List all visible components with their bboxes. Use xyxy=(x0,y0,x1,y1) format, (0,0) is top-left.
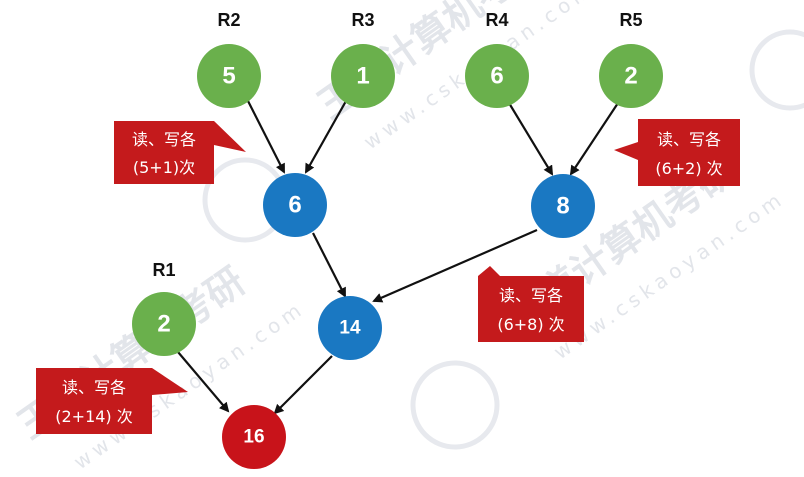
callout-line1: 读、写各 xyxy=(657,130,721,149)
leaf-node-circle xyxy=(465,44,529,108)
run-name: R1 xyxy=(152,260,175,280)
callout-line1: 读、写各 xyxy=(132,130,196,149)
edge-r1-to-m4 xyxy=(177,351,230,413)
callout-line2: (6+2) 次 xyxy=(655,159,722,178)
run-node-r5: R5 2 xyxy=(599,10,663,108)
watermark-seal-icon xyxy=(749,29,804,111)
run-name: R5 xyxy=(619,10,642,30)
callout-m2-cost: 读、写各 (6+2) 次 xyxy=(614,119,740,186)
leaf-node-circle xyxy=(599,44,663,108)
leaf-node-circle xyxy=(331,44,395,108)
final-node-circle xyxy=(222,405,286,469)
merge-node-circle xyxy=(318,296,382,360)
run-name: R2 xyxy=(217,10,240,30)
run-node-r4: R4 6 xyxy=(465,10,529,108)
run-name: R4 xyxy=(485,10,508,30)
edge-r2-to-m1 xyxy=(246,98,285,174)
edge-r5-to-m2 xyxy=(569,102,619,176)
watermark-seal-icon xyxy=(410,360,500,450)
callout-m4-cost: 读、写各 (2+14) 次 xyxy=(36,368,188,434)
merge-node-m2: 8 xyxy=(531,174,595,238)
node-value: 16 xyxy=(243,427,264,448)
callout-shape xyxy=(478,266,584,342)
edge-m3-to-m4 xyxy=(273,355,333,415)
node-value: 5 xyxy=(222,63,235,90)
merge-node-m1: 6 xyxy=(263,173,327,237)
callout-line1: 读、写各 xyxy=(499,286,563,305)
callout-shape xyxy=(114,121,246,184)
node-value: 6 xyxy=(490,63,503,90)
merge-node-circle xyxy=(531,174,595,238)
callout-line2: (2+14) 次 xyxy=(55,407,133,426)
edge-m2-to-m3 xyxy=(372,228,538,303)
merge-node-circle xyxy=(263,173,327,237)
run-node-r1: R1 2 xyxy=(132,260,196,356)
merge-node-m4: 16 xyxy=(222,405,286,469)
edges xyxy=(177,98,619,415)
run-node-r3: R3 1 xyxy=(331,10,395,108)
node-value: 14 xyxy=(339,318,361,339)
edge-r4-to-m2 xyxy=(508,102,554,176)
run-name: R3 xyxy=(351,10,374,30)
run-node-r2: R2 5 xyxy=(197,10,261,108)
node-value: 2 xyxy=(624,63,637,90)
callout-line2: (5+1)次 xyxy=(133,158,195,177)
node-value: 1 xyxy=(356,63,369,90)
callout-shape xyxy=(36,368,188,434)
callout-m1-cost: 读、写各 (5+1)次 xyxy=(114,121,246,184)
callout-m3-cost: 读、写各 (6+8) 次 xyxy=(478,266,584,342)
edge-r3-to-m1 xyxy=(305,100,347,174)
callout-shape xyxy=(614,119,740,186)
leaf-node-circle xyxy=(197,44,261,108)
leaf-node-circle xyxy=(132,292,196,356)
node-value: 6 xyxy=(288,192,301,219)
node-value: 8 xyxy=(556,193,569,220)
merge-node-m3: 14 xyxy=(318,296,382,360)
callout-line1: 读、写各 xyxy=(62,378,126,397)
edge-m1-to-m3 xyxy=(312,232,346,298)
node-value: 2 xyxy=(157,311,170,338)
callout-line2: (6+8) 次 xyxy=(497,315,564,334)
